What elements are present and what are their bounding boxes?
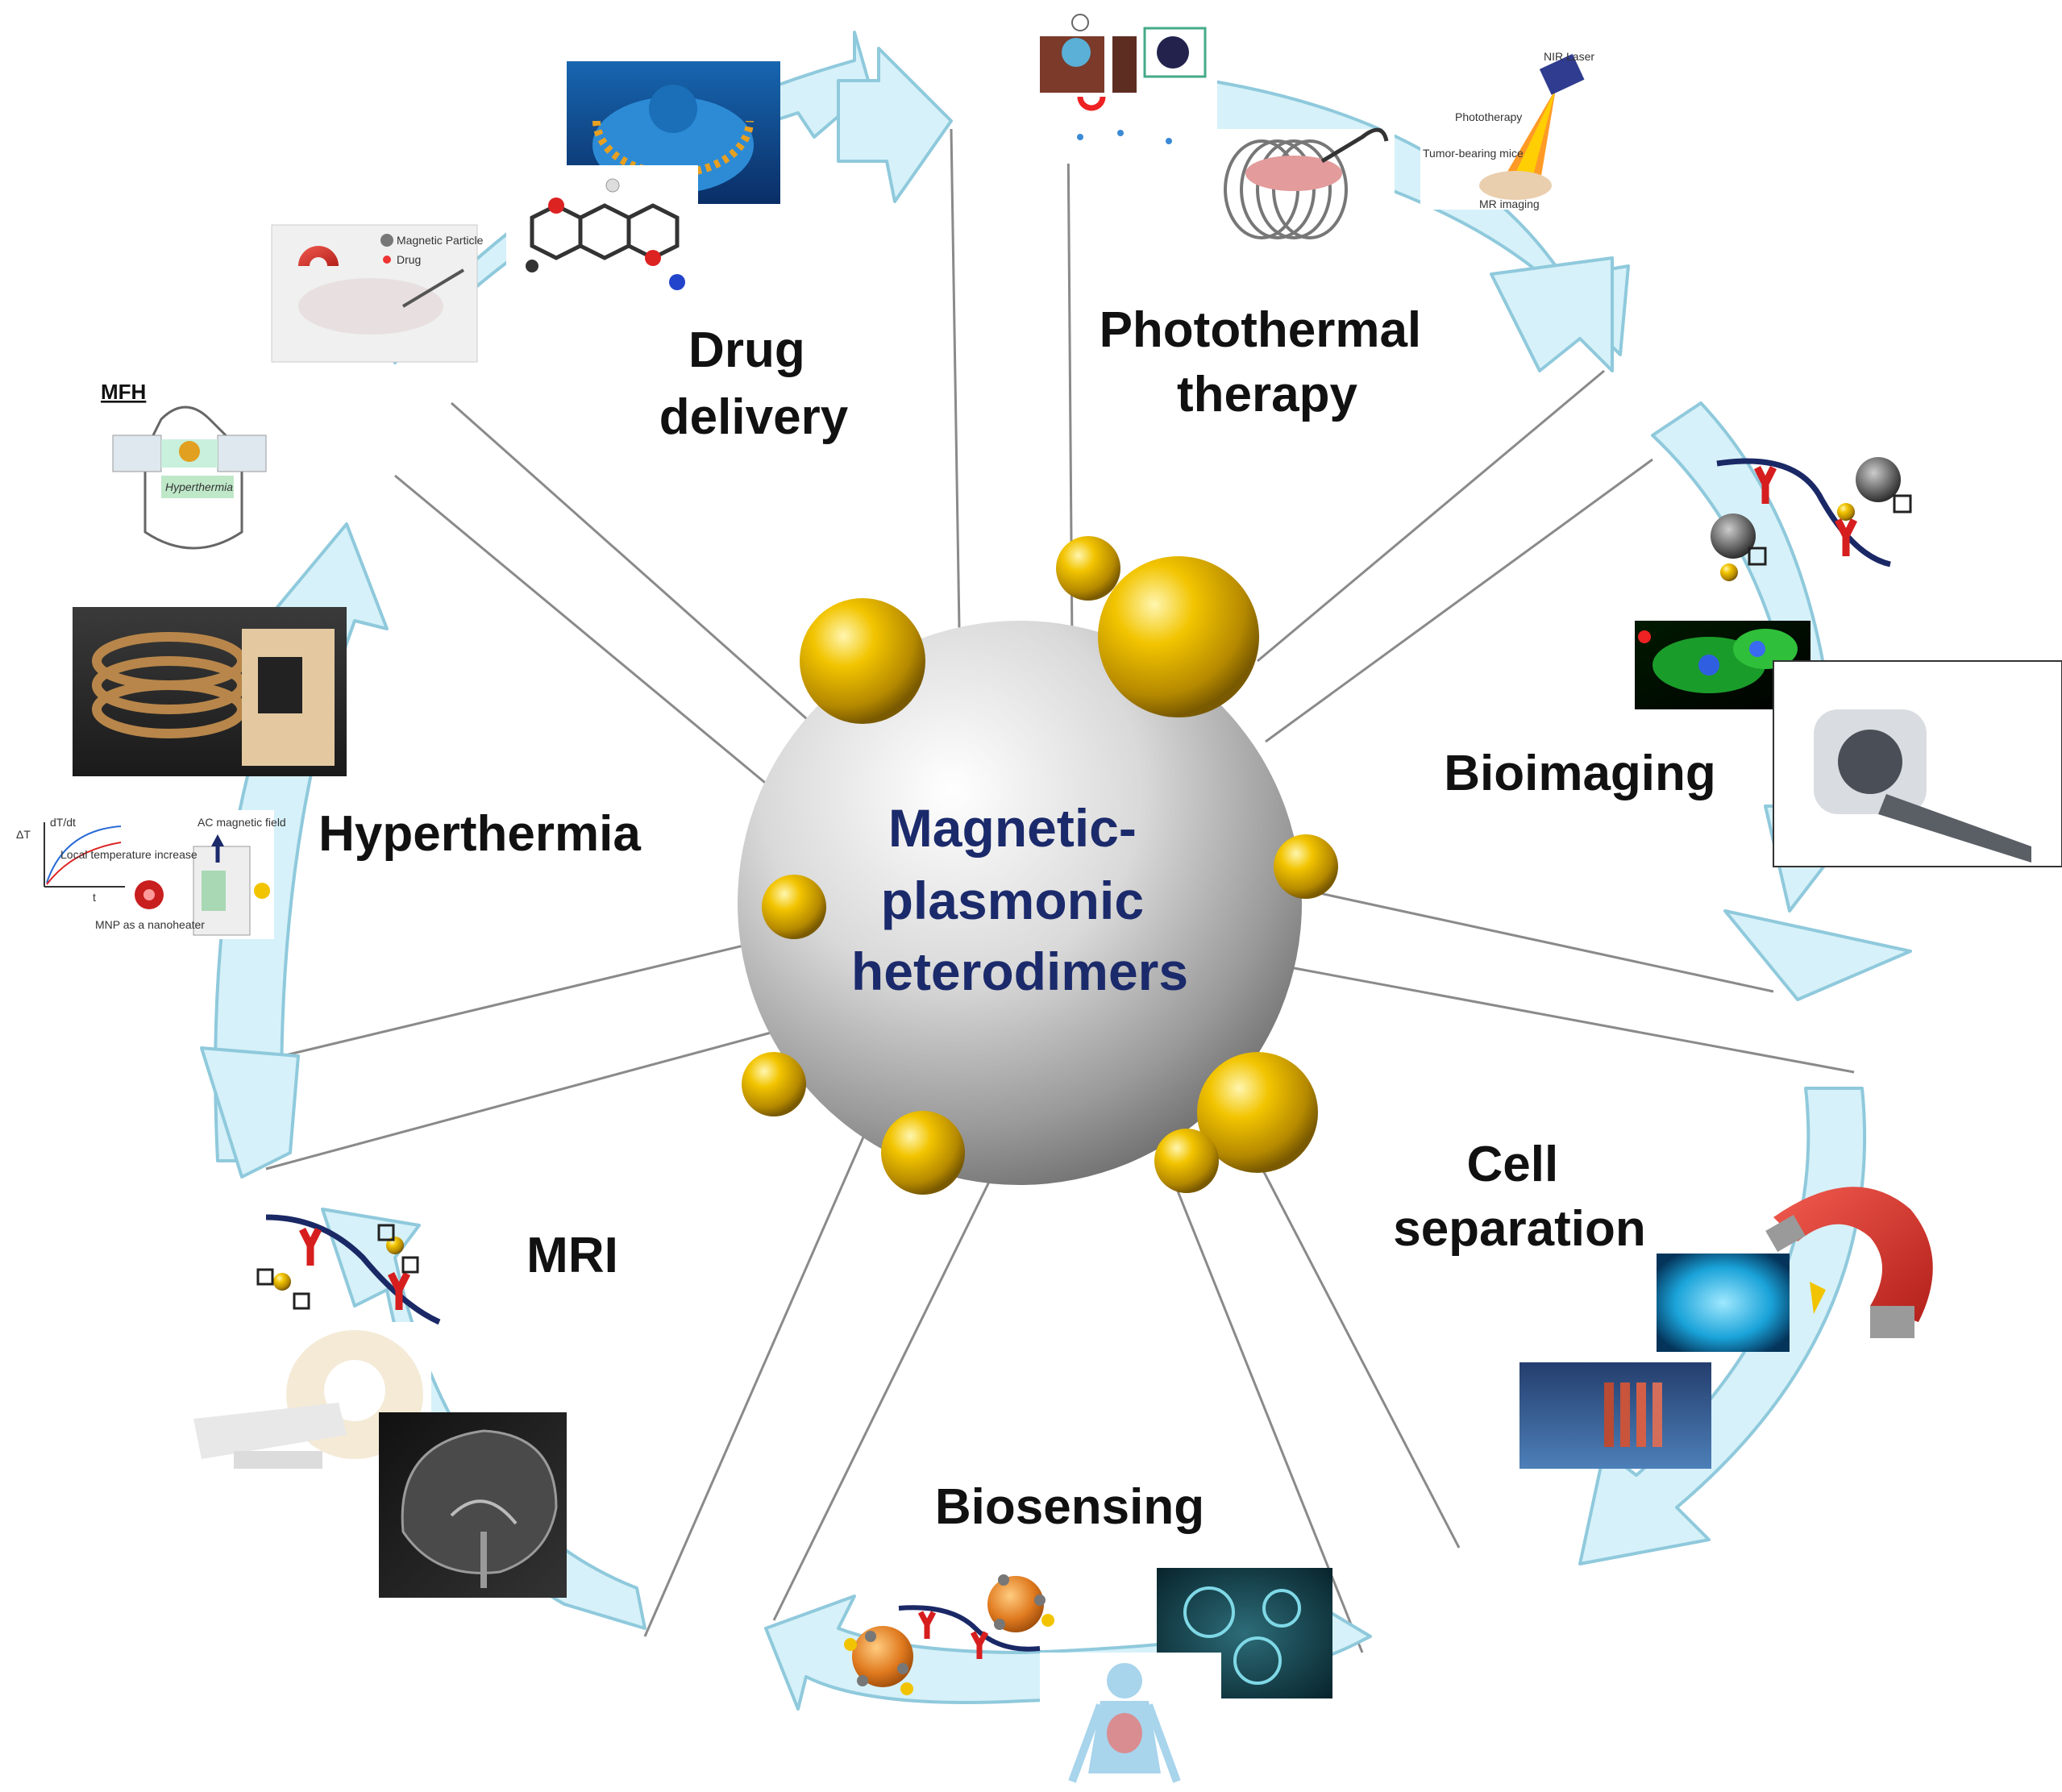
arrow-to-hyperthermia: [214, 522, 389, 1162]
magnetic-setup-schematic: [1032, 14, 1217, 164]
coil-mouse-photo: [1217, 127, 1395, 246]
label-mri: MRI: [526, 1228, 618, 1283]
hyperthermia-body-caption: Hyperthermia: [165, 480, 233, 493]
spoke-line: [1257, 369, 1605, 663]
local-temp-caption: Local temperature increase: [60, 848, 197, 861]
delta-t-caption: ΔT: [16, 828, 31, 841]
label-photothermal-line1: Photothermal: [1100, 302, 1422, 358]
label-bioimaging: Bioimaging: [1444, 746, 1716, 801]
nir-laser-caption: NIR Laser: [1544, 50, 1594, 63]
mr-imaging-caption: MR imaging: [1479, 197, 1540, 210]
biosensing-schematic: [844, 1574, 1054, 1695]
center-label-line1: Magnetic-: [888, 798, 1137, 858]
coil-apparatus-photo: [73, 607, 347, 776]
gold-satellite: [762, 875, 826, 939]
center-label-line2: plasmonic: [881, 871, 1144, 930]
mri-targeting-schematic: [256, 1214, 441, 1325]
svg-text:Magnetic- plasmonic: Magnetic- plasmonic heterodimers: [851, 798, 1188, 1001]
test-tubes-image: [1519, 1362, 1711, 1469]
arrow-to-bioimaging-head: [1723, 909, 1912, 1001]
spoke-line: [1265, 458, 1653, 743]
magnet-image: [1765, 1187, 1933, 1338]
spoke-line: [265, 1030, 775, 1170]
ac-field-caption: AC magnetic field: [197, 816, 286, 829]
gold-satellite: [742, 1052, 806, 1116]
mfh-body-image: MFH Hyperthermia: [101, 367, 270, 556]
label-drug-delivery-line1: Drug: [688, 322, 805, 378]
spoke-line: [1289, 885, 1774, 993]
cell-microscopy-image: [1657, 1254, 1790, 1352]
gold-satellite: [881, 1111, 965, 1195]
nir-laser-mouse-image: NIR Laser Phototherapy Tumor-bearing mic…: [1420, 48, 1600, 210]
mfh-caption: MFH: [101, 380, 146, 404]
spoke-line: [772, 1176, 993, 1621]
targeting-schematic-top: [1711, 457, 1912, 581]
gold-satellite: [1098, 556, 1259, 717]
label-drug-delivery-line2: delivery: [659, 389, 849, 445]
drug-caption: Drug: [397, 253, 421, 266]
human-body-image: [1040, 1653, 1221, 1792]
gold-satellite: [1274, 834, 1338, 899]
t-axis-caption: t: [93, 891, 96, 904]
label-cell-separation-line1: Cell: [1467, 1137, 1559, 1192]
arrow-to-drug-delivery-head: [837, 47, 953, 203]
gold-satellite: [1197, 1052, 1318, 1173]
svg-text:Cell separation: Cell separation: [1393, 1137, 1646, 1257]
spoke-line: [451, 401, 815, 727]
gold-satellite: [1154, 1129, 1219, 1193]
spoke-line: [950, 128, 961, 630]
spoke-lines: [265, 128, 1855, 1653]
spoke-line: [1289, 966, 1855, 1074]
phototherapy-caption: Phototherapy: [1455, 110, 1522, 123]
label-cell-separation-line2: separation: [1393, 1201, 1646, 1257]
gold-satellite: [800, 598, 925, 724]
svg-text:Photothermal therapy: Photothermal therapy: [1100, 302, 1436, 422]
pet-ct-scanner-image: [1773, 660, 2062, 867]
center-label-line3: heterodimers: [851, 942, 1188, 1001]
dt-dt-caption: dT/dt: [50, 816, 76, 829]
arrow-to-hyperthermia-lower: [200, 1046, 300, 1179]
spoke-line: [1240, 1128, 1461, 1549]
label-hyperthermia: Hyperthermia: [318, 806, 641, 862]
central-nanoparticle: Magnetic- plasmonic heterodimers: [738, 536, 1338, 1195]
heating-curve-diagram: ΔT dT/dt t AC magnetic field Local tempe…: [16, 810, 286, 939]
spoke-line: [394, 474, 775, 792]
gold-satellite: [1056, 536, 1120, 601]
mnp-nanoheater-caption: MNP as a nanoheater: [95, 918, 205, 931]
svg-text:Drug delivery: Drug delivery: [659, 322, 849, 445]
brain-mri-scan-image: [379, 1412, 567, 1598]
magnetic-particle-caption: Magnetic Particle: [397, 234, 484, 247]
drug-molecule-image: [506, 165, 698, 309]
spoke-line: [643, 1120, 872, 1637]
label-photothermal-line2: therapy: [1177, 367, 1357, 422]
spoke-line: [281, 942, 755, 1058]
virus-particles-image: [1157, 1568, 1332, 1698]
mouse-magnet-image: Magnetic Particle Drug: [271, 224, 484, 363]
arrow-to-photothermal-head: [1490, 256, 1614, 372]
tumor-mouse-caption: Tumor-bearing mice: [1423, 147, 1524, 160]
label-biosensing: Biosensing: [935, 1479, 1204, 1535]
magnetic-core-sphere: [738, 621, 1302, 1185]
